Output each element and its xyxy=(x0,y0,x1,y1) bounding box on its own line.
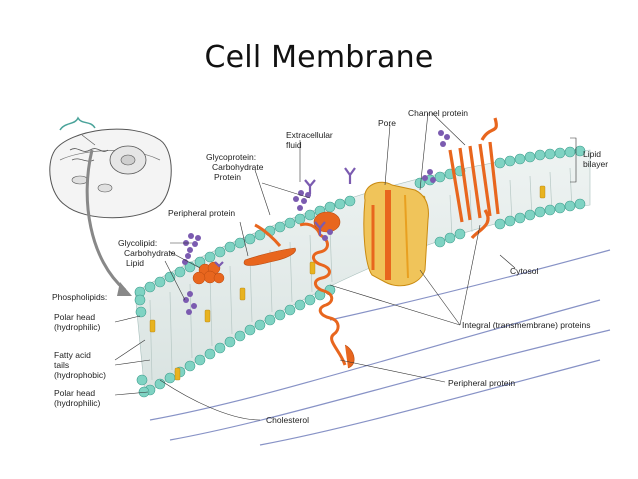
channel-protein-helices xyxy=(448,117,500,240)
peripheral-protein-lower xyxy=(344,344,355,369)
label-polar-head-bottom-2: (hydrophilic) xyxy=(54,398,100,408)
label-glycolipid-2: Carbohydrate xyxy=(124,248,176,258)
zoom-arrow xyxy=(85,149,126,292)
label-fatty-acid-2: tails xyxy=(54,360,69,370)
label-polar-head-bottom-1: Polar head xyxy=(54,388,95,398)
label-extracellular-fluid-2: fluid xyxy=(286,140,302,150)
label-glycoprotein-2: Carbohydrate xyxy=(212,162,264,172)
label-fatty-acid-3: (hydrophobic) xyxy=(54,370,106,380)
cytoskeleton-fibers xyxy=(149,249,611,446)
cell-illustration xyxy=(49,116,172,219)
label-peripheral-protein-bottom: Peripheral protein xyxy=(448,378,515,388)
label-glycolipid-3: Lipid xyxy=(126,258,144,268)
slide-title: Cell Membrane xyxy=(204,40,434,75)
glycolipid-cluster xyxy=(192,261,225,285)
label-channel-protein: Channel protein xyxy=(408,108,468,118)
label-peripheral-protein-top: Peripheral protein xyxy=(168,208,235,218)
label-lipid-bilayer-1: Lipid xyxy=(583,149,601,159)
label-glycoprotein-1: Glycoprotein: xyxy=(206,152,256,162)
carbohydrate-chains xyxy=(182,130,450,315)
label-cytosol: Cytosol xyxy=(510,266,538,276)
channel-protein-pore xyxy=(363,181,429,287)
label-extracellular-fluid-1: Extracellular xyxy=(286,130,333,140)
label-glycolipid-1: Glycolipid: xyxy=(118,238,157,248)
label-phospholipids: Phospholipids: xyxy=(52,292,107,302)
label-polar-head-top-1: Polar head xyxy=(54,312,95,322)
label-glycoprotein-3: Protein xyxy=(214,172,241,182)
label-polar-head-top-2: (hydrophilic) xyxy=(54,322,100,332)
label-lipid-bilayer-2: bilayer xyxy=(583,159,608,169)
peripheral-proteins-top xyxy=(243,211,341,266)
zoom-arrow-head xyxy=(117,282,132,296)
leader-lines xyxy=(114,112,577,421)
label-integral-proteins: Integral (transmembrane) proteins xyxy=(462,320,591,330)
label-fatty-acid-1: Fatty acid xyxy=(54,350,91,360)
label-cholesterol: Cholesterol xyxy=(266,415,309,425)
carbohydrate-y-markers xyxy=(214,167,356,268)
label-pore: Pore xyxy=(378,118,396,128)
diagram-labels: Extracellular fluid Pore Channel protein… xyxy=(52,108,608,425)
